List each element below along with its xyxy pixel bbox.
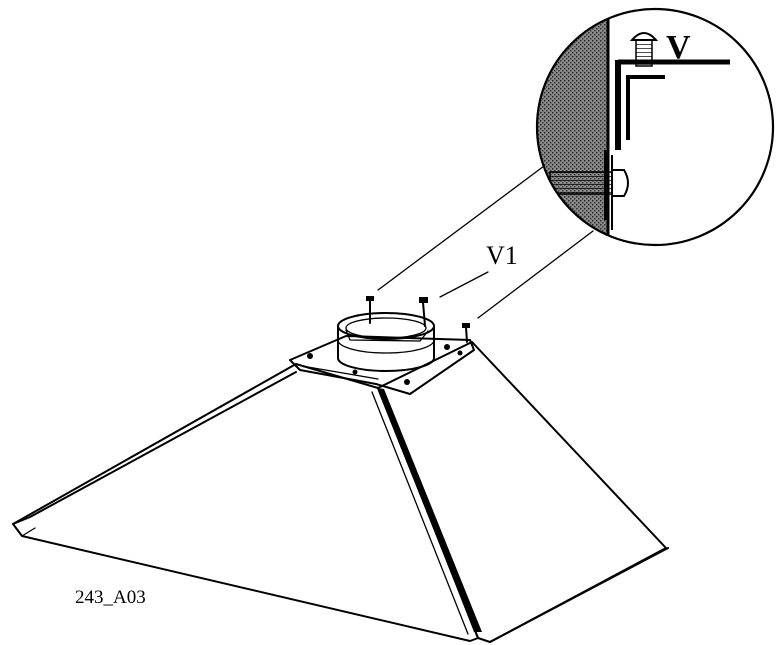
- screw-label: V1: [486, 241, 518, 270]
- collar-body: [337, 325, 435, 372]
- detail-bolt-head: [611, 169, 629, 197]
- corner-seam-edge: [371, 391, 469, 635]
- figure-code: 243_A03: [75, 587, 146, 608]
- screw-left: [366, 296, 374, 324]
- hood-left-lip: [12, 371, 297, 525]
- detail-circle-outline: [535, 7, 775, 247]
- plate-hole: [352, 369, 358, 375]
- detail-label: V: [666, 29, 691, 66]
- detail-bolt-thread: [549, 171, 613, 195]
- lip-edge-line: [21, 527, 36, 537]
- screw-right: [462, 323, 470, 343]
- collar-top-rim: [337, 312, 435, 340]
- plate-hole: [307, 353, 313, 359]
- collar-band: [337, 339, 435, 354]
- plate-hole: [404, 379, 410, 385]
- leader-line: [439, 271, 489, 298]
- plate-edge-line: [301, 365, 379, 380]
- plate-hole: [457, 350, 463, 356]
- detail-screw-head: [629, 32, 659, 41]
- wall-section: [537, 9, 608, 245]
- leader-lines: [377, 162, 594, 319]
- hood-corner-seam: [378, 388, 482, 632]
- hood-body: [12, 341, 669, 643]
- collar-inner-shadow: [345, 329, 429, 342]
- top-plate: [289, 335, 475, 395]
- leader-line: [477, 230, 594, 319]
- detail-screw-thread: [635, 39, 653, 67]
- screws: [366, 296, 470, 343]
- collar-inner-rim: [345, 317, 427, 339]
- duct-collar: [337, 312, 435, 372]
- plate-hole: [444, 344, 450, 350]
- leader-line: [377, 162, 549, 291]
- detail-circle: [535, 7, 775, 247]
- screw-center: [419, 297, 428, 327]
- hood-right-lip: [489, 547, 669, 643]
